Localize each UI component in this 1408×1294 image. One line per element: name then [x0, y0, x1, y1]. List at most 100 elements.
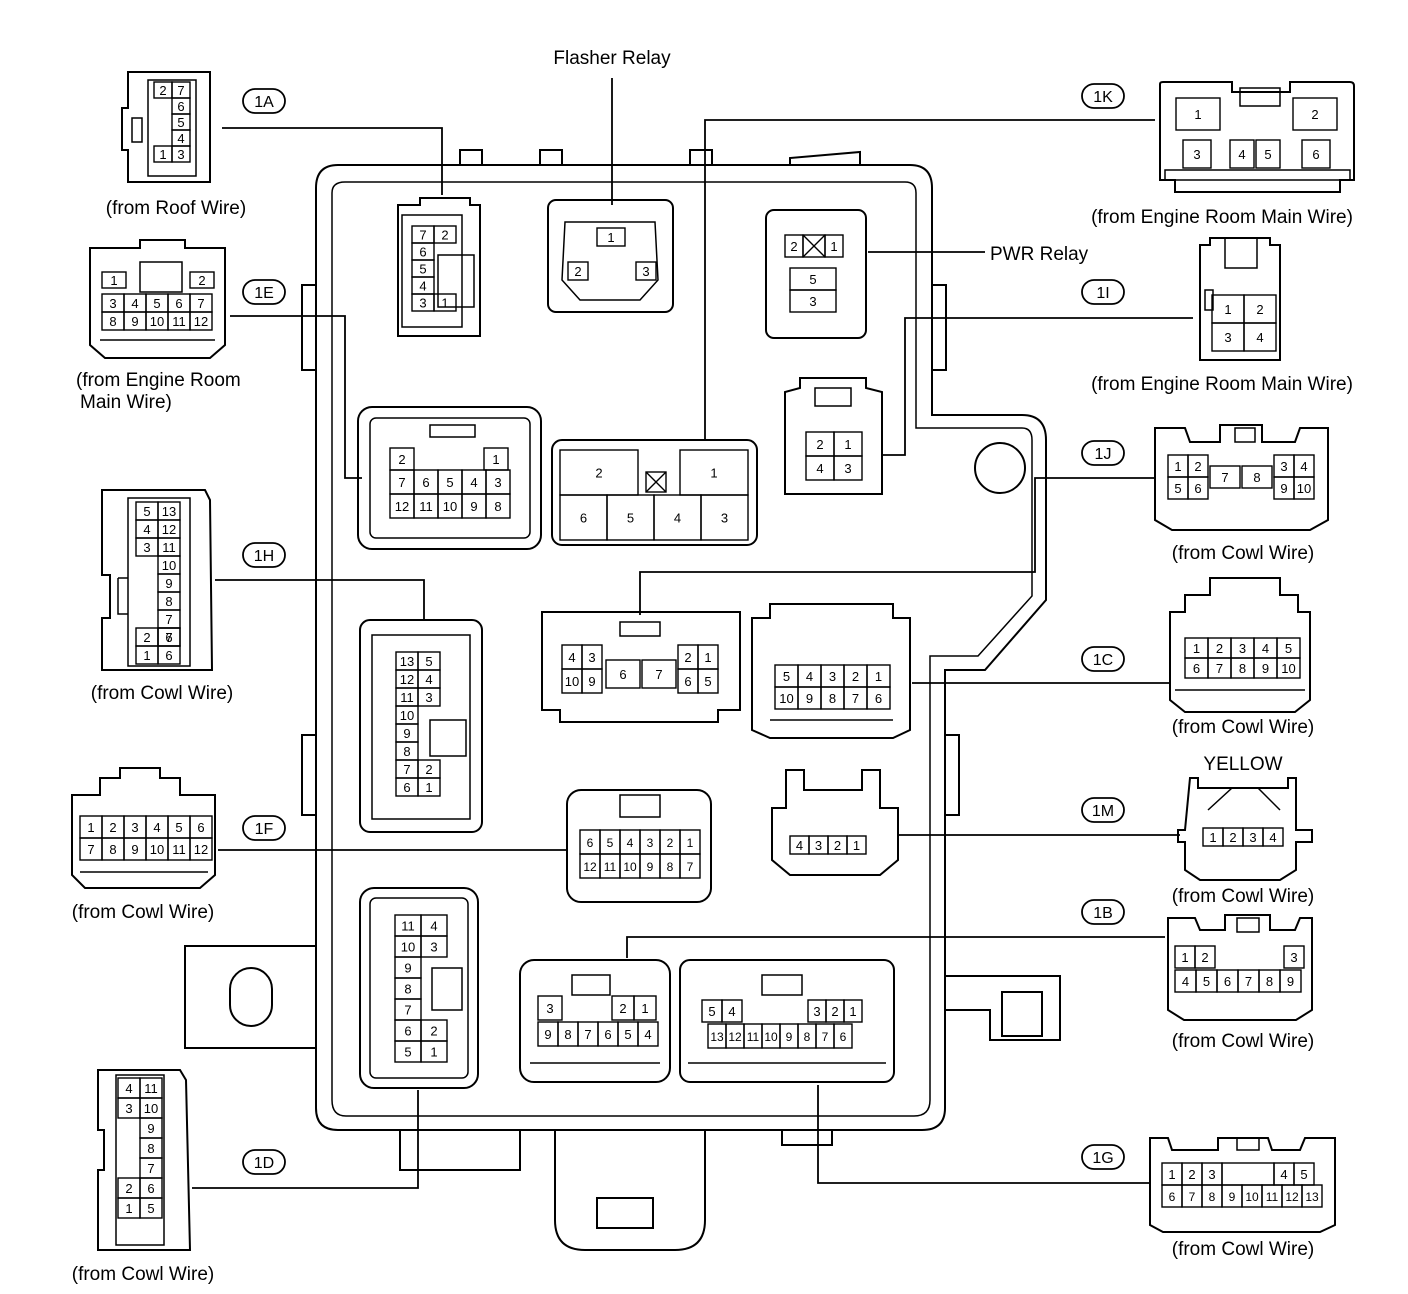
pin-label: 3 [109, 296, 116, 311]
pin-label: 7 [403, 762, 410, 777]
pin-label: 4 [627, 836, 634, 850]
pin-1G-6: 6 [833, 1023, 853, 1049]
pin-label: 7 [655, 667, 662, 682]
pin-1F-11: 11 [167, 837, 191, 861]
pin-label: 2 [790, 239, 797, 254]
pin-label: 1 [1181, 950, 1188, 965]
pin-label: 6 [604, 1027, 611, 1042]
pin-label: 5 [1285, 641, 1292, 656]
svg-text:1B: 1B [1093, 905, 1113, 922]
pin-1A-1: 1 [433, 293, 457, 312]
pin-label: 10 [401, 940, 415, 955]
pin-label: 13 [710, 1030, 724, 1044]
pin-label: 2 [684, 650, 691, 665]
pin-label: 8 [494, 499, 501, 514]
pin-label: 8 [804, 1030, 811, 1044]
pin-label: 8 [564, 1027, 571, 1042]
pin-1E-4: 4 [123, 293, 147, 313]
pin-1E-11: 11 [413, 493, 439, 519]
pin-label: 7 [687, 860, 694, 874]
pin-label: 7 [852, 691, 859, 706]
pin-1B-7: 7 [1237, 969, 1260, 993]
pin-label: 8 [403, 744, 410, 759]
svg-text:1A: 1A [254, 94, 274, 111]
pin-1I-3: 3 [1211, 322, 1245, 352]
pin-1E-1: 1 [483, 447, 509, 471]
pin-label: 1 [641, 1001, 648, 1016]
pin-BR-4: 4 [653, 494, 702, 541]
pin-1D-4: 4 [117, 1077, 141, 1099]
pin-label: 9 [404, 961, 411, 976]
pin-1J-5: 5 [697, 668, 719, 694]
pin-label: 11 [1266, 1190, 1279, 1204]
pin-1D-5: 5 [139, 1197, 163, 1219]
pin-1B-1: 1 [1174, 945, 1196, 969]
tag-1B: 1B [1081, 899, 1125, 925]
pin-1G-4: 4 [1273, 1162, 1295, 1186]
pin-1E-6: 6 [167, 293, 191, 313]
pin-1B-8: 8 [1258, 969, 1281, 993]
pin-label: 9 [165, 576, 172, 591]
pin-label: 8 [404, 982, 411, 997]
relay-x-mark [802, 234, 826, 258]
pin-1G-9: 9 [1221, 1184, 1243, 1208]
pin-label: 6 [587, 836, 594, 850]
pin-label: 3 [143, 540, 150, 555]
pin-label: 1 [1194, 107, 1201, 122]
pin-1B-2: 2 [611, 995, 635, 1021]
pin-1J-7: 7 [641, 659, 677, 689]
pin-label: 3 [721, 511, 728, 526]
pin-label: 2 [1194, 459, 1201, 474]
pin-label: 12 [194, 314, 208, 329]
pin-1H-3: 3 [417, 687, 441, 707]
pin-1F-7: 7 [79, 837, 103, 861]
pin-label: 1 [430, 1045, 437, 1060]
source-1I: (from Engine Room Main Wire) [1091, 374, 1353, 395]
connector-outlines [71, 71, 1355, 1251]
pin-1H-6: 6 [157, 645, 181, 665]
pin-label: 1 [425, 780, 432, 795]
pin-label: 8 [829, 691, 836, 706]
pin-label: 3 [815, 838, 822, 853]
pin-label: 7 [1221, 470, 1228, 485]
socket-1C-drawing [751, 603, 911, 739]
pin-1D-2: 2 [420, 1019, 448, 1042]
pin-1G-2: 2 [825, 999, 845, 1023]
pin-label: 1 [110, 273, 117, 288]
pin-label: 8 [1209, 1190, 1216, 1204]
pin-1E-7: 7 [389, 469, 415, 495]
tag-1M: 1M [1081, 797, 1125, 823]
source-1E-line1: (from Engine Room [76, 370, 241, 391]
pin-label: 1 [1209, 830, 1216, 845]
pin-1E-4: 4 [461, 469, 487, 495]
pin-label: 1 [159, 147, 166, 162]
pin-label: 3 [177, 147, 184, 162]
pin-1B-7: 7 [577, 1021, 599, 1047]
pin-label: 9 [786, 1030, 793, 1044]
pin-1F-9: 9 [123, 837, 147, 861]
pin-1H-6: 6 [395, 777, 419, 797]
pin-label: 3 [1249, 830, 1256, 845]
pin-label: 5 [704, 674, 711, 689]
pin-1C-8: 8 [1230, 657, 1255, 679]
pin-label: 7 [398, 475, 405, 490]
pin-1E-9: 9 [461, 493, 487, 519]
pin-1J-6: 6 [1187, 476, 1209, 500]
pin-label: 1 [1174, 459, 1181, 474]
pin-1F-12: 12 [189, 837, 213, 861]
pin-1J-9: 9 [581, 668, 603, 694]
pin-1B-1: 1 [633, 995, 657, 1021]
pin-1F-1: 1 [79, 815, 103, 839]
pin-1M-2: 2 [1222, 827, 1244, 847]
pin-PW-3: 3 [789, 289, 837, 313]
pin-label: 9 [1262, 661, 1269, 676]
pin-label: 9 [1280, 481, 1287, 496]
pin-1E-7: 7 [189, 293, 213, 313]
pin-1K-6: 6 [1301, 139, 1331, 169]
pin-1D-4: 4 [420, 914, 448, 937]
pin-1F-5: 5 [167, 815, 191, 839]
pin-1G-7: 7 [815, 1023, 835, 1049]
pin-1I-3: 3 [833, 455, 863, 481]
pin-BR-1: 1 [679, 449, 749, 496]
pin-1K-1: 1 [1175, 97, 1221, 131]
